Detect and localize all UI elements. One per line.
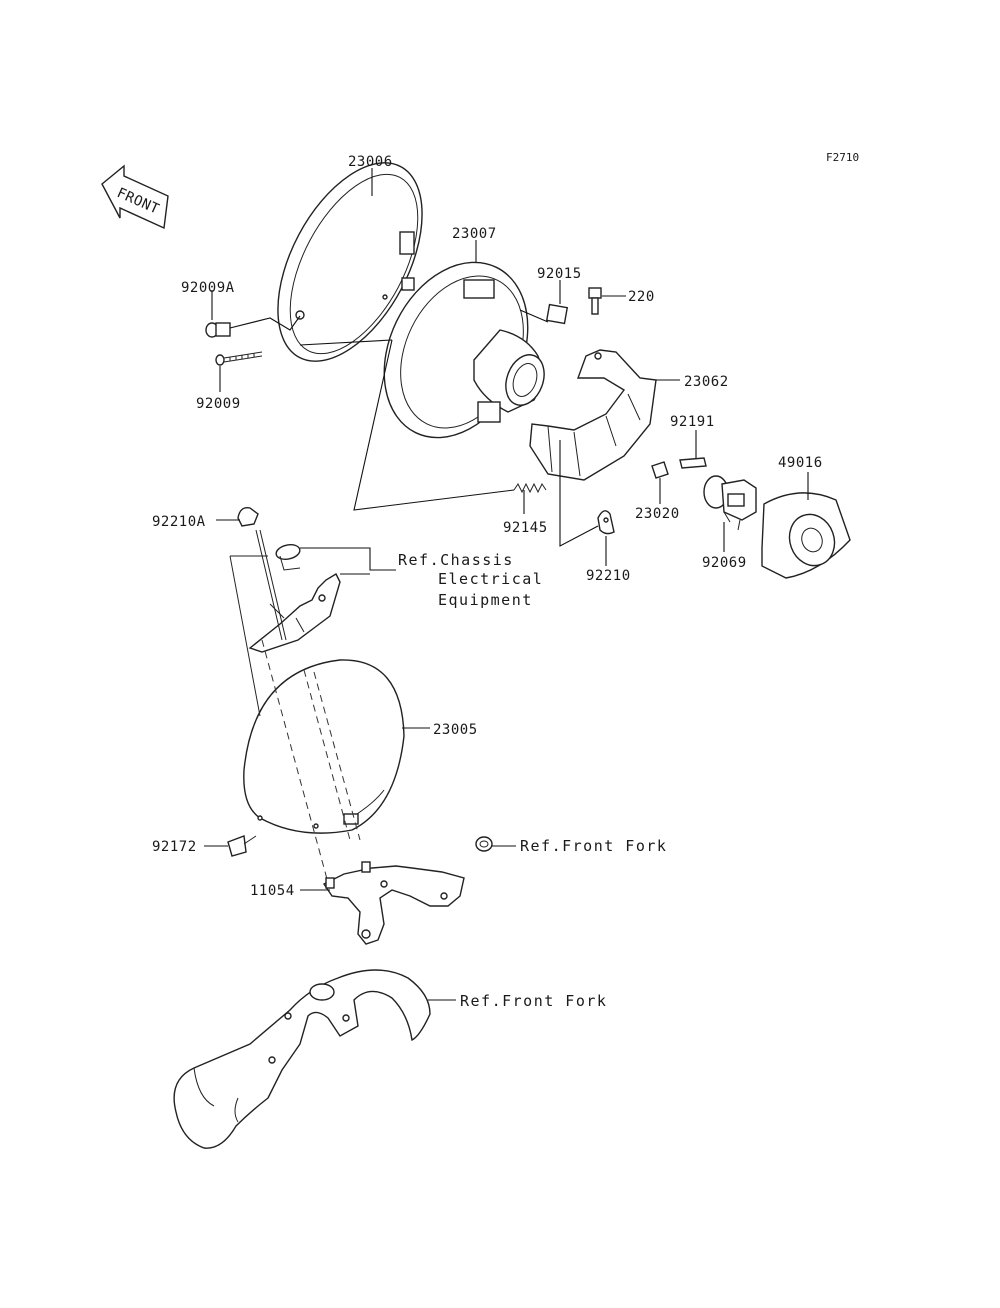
- pin-92191: [679, 457, 707, 469]
- bulb-92069: [703, 475, 757, 531]
- mount-bracket: [248, 544, 341, 653]
- align-line-outer-2: [229, 555, 261, 717]
- figure-code: F2710: [826, 151, 859, 164]
- nut-92015: [545, 303, 569, 325]
- callout-49016: 49016: [778, 455, 823, 471]
- spring-92145: [513, 482, 547, 494]
- screw-92009: [215, 351, 263, 366]
- plate-92210: [597, 510, 615, 535]
- callout-92210: 92210: [586, 568, 631, 584]
- screw-92172: [227, 835, 257, 857]
- clip-23020: [651, 461, 669, 479]
- callout-92009A: 92009A: [181, 280, 235, 296]
- leader-lines: [204, 168, 809, 1001]
- ref-chassis-line3: Equipment: [438, 591, 533, 609]
- mount-rod: [255, 529, 287, 641]
- headlight-rim-23006: [277, 162, 423, 362]
- headlight-shell-23005: [243, 659, 405, 834]
- callout-92172: 92172: [152, 839, 197, 855]
- ref-chassis-line2: Electrical: [438, 570, 543, 588]
- align-line-mid: [303, 669, 351, 841]
- callout-23020: 23020: [635, 506, 680, 522]
- callout-92015: 92015: [537, 266, 582, 282]
- headlight-housing-23007: [383, 261, 545, 439]
- ref-chassis-line1: Ref.Chassis: [398, 551, 514, 569]
- ref-front-fork-upper: Ref.Front Fork: [520, 837, 667, 855]
- callout-92145: 92145: [503, 520, 548, 536]
- bracket-23062: [529, 349, 657, 481]
- dust-cover-49016: [761, 492, 851, 579]
- cap-nut-92210A: [237, 507, 259, 527]
- screw-220: [588, 287, 602, 315]
- align-line-right: [313, 671, 361, 841]
- callout-11054: 11054: [250, 883, 295, 899]
- front-fork-cover: [173, 969, 431, 1149]
- callout-220: 220: [628, 289, 655, 305]
- front-arrow-icon: FRONT: [101, 164, 169, 230]
- screw-92009A: [205, 322, 231, 338]
- fork-bolt: [475, 836, 493, 852]
- callout-92009: 92009: [196, 396, 241, 412]
- callout-23005: 23005: [433, 722, 478, 738]
- callout-23062: 23062: [684, 374, 729, 390]
- bracket-11054: [322, 861, 465, 945]
- callout-92210A: 92210A: [152, 514, 206, 530]
- callout-92069: 92069: [702, 555, 747, 571]
- callout-23007: 23007: [452, 226, 497, 242]
- callout-92191: 92191: [670, 414, 715, 430]
- callout-23006: 23006: [348, 154, 393, 170]
- ref-front-fork-lower: Ref.Front Fork: [460, 992, 607, 1010]
